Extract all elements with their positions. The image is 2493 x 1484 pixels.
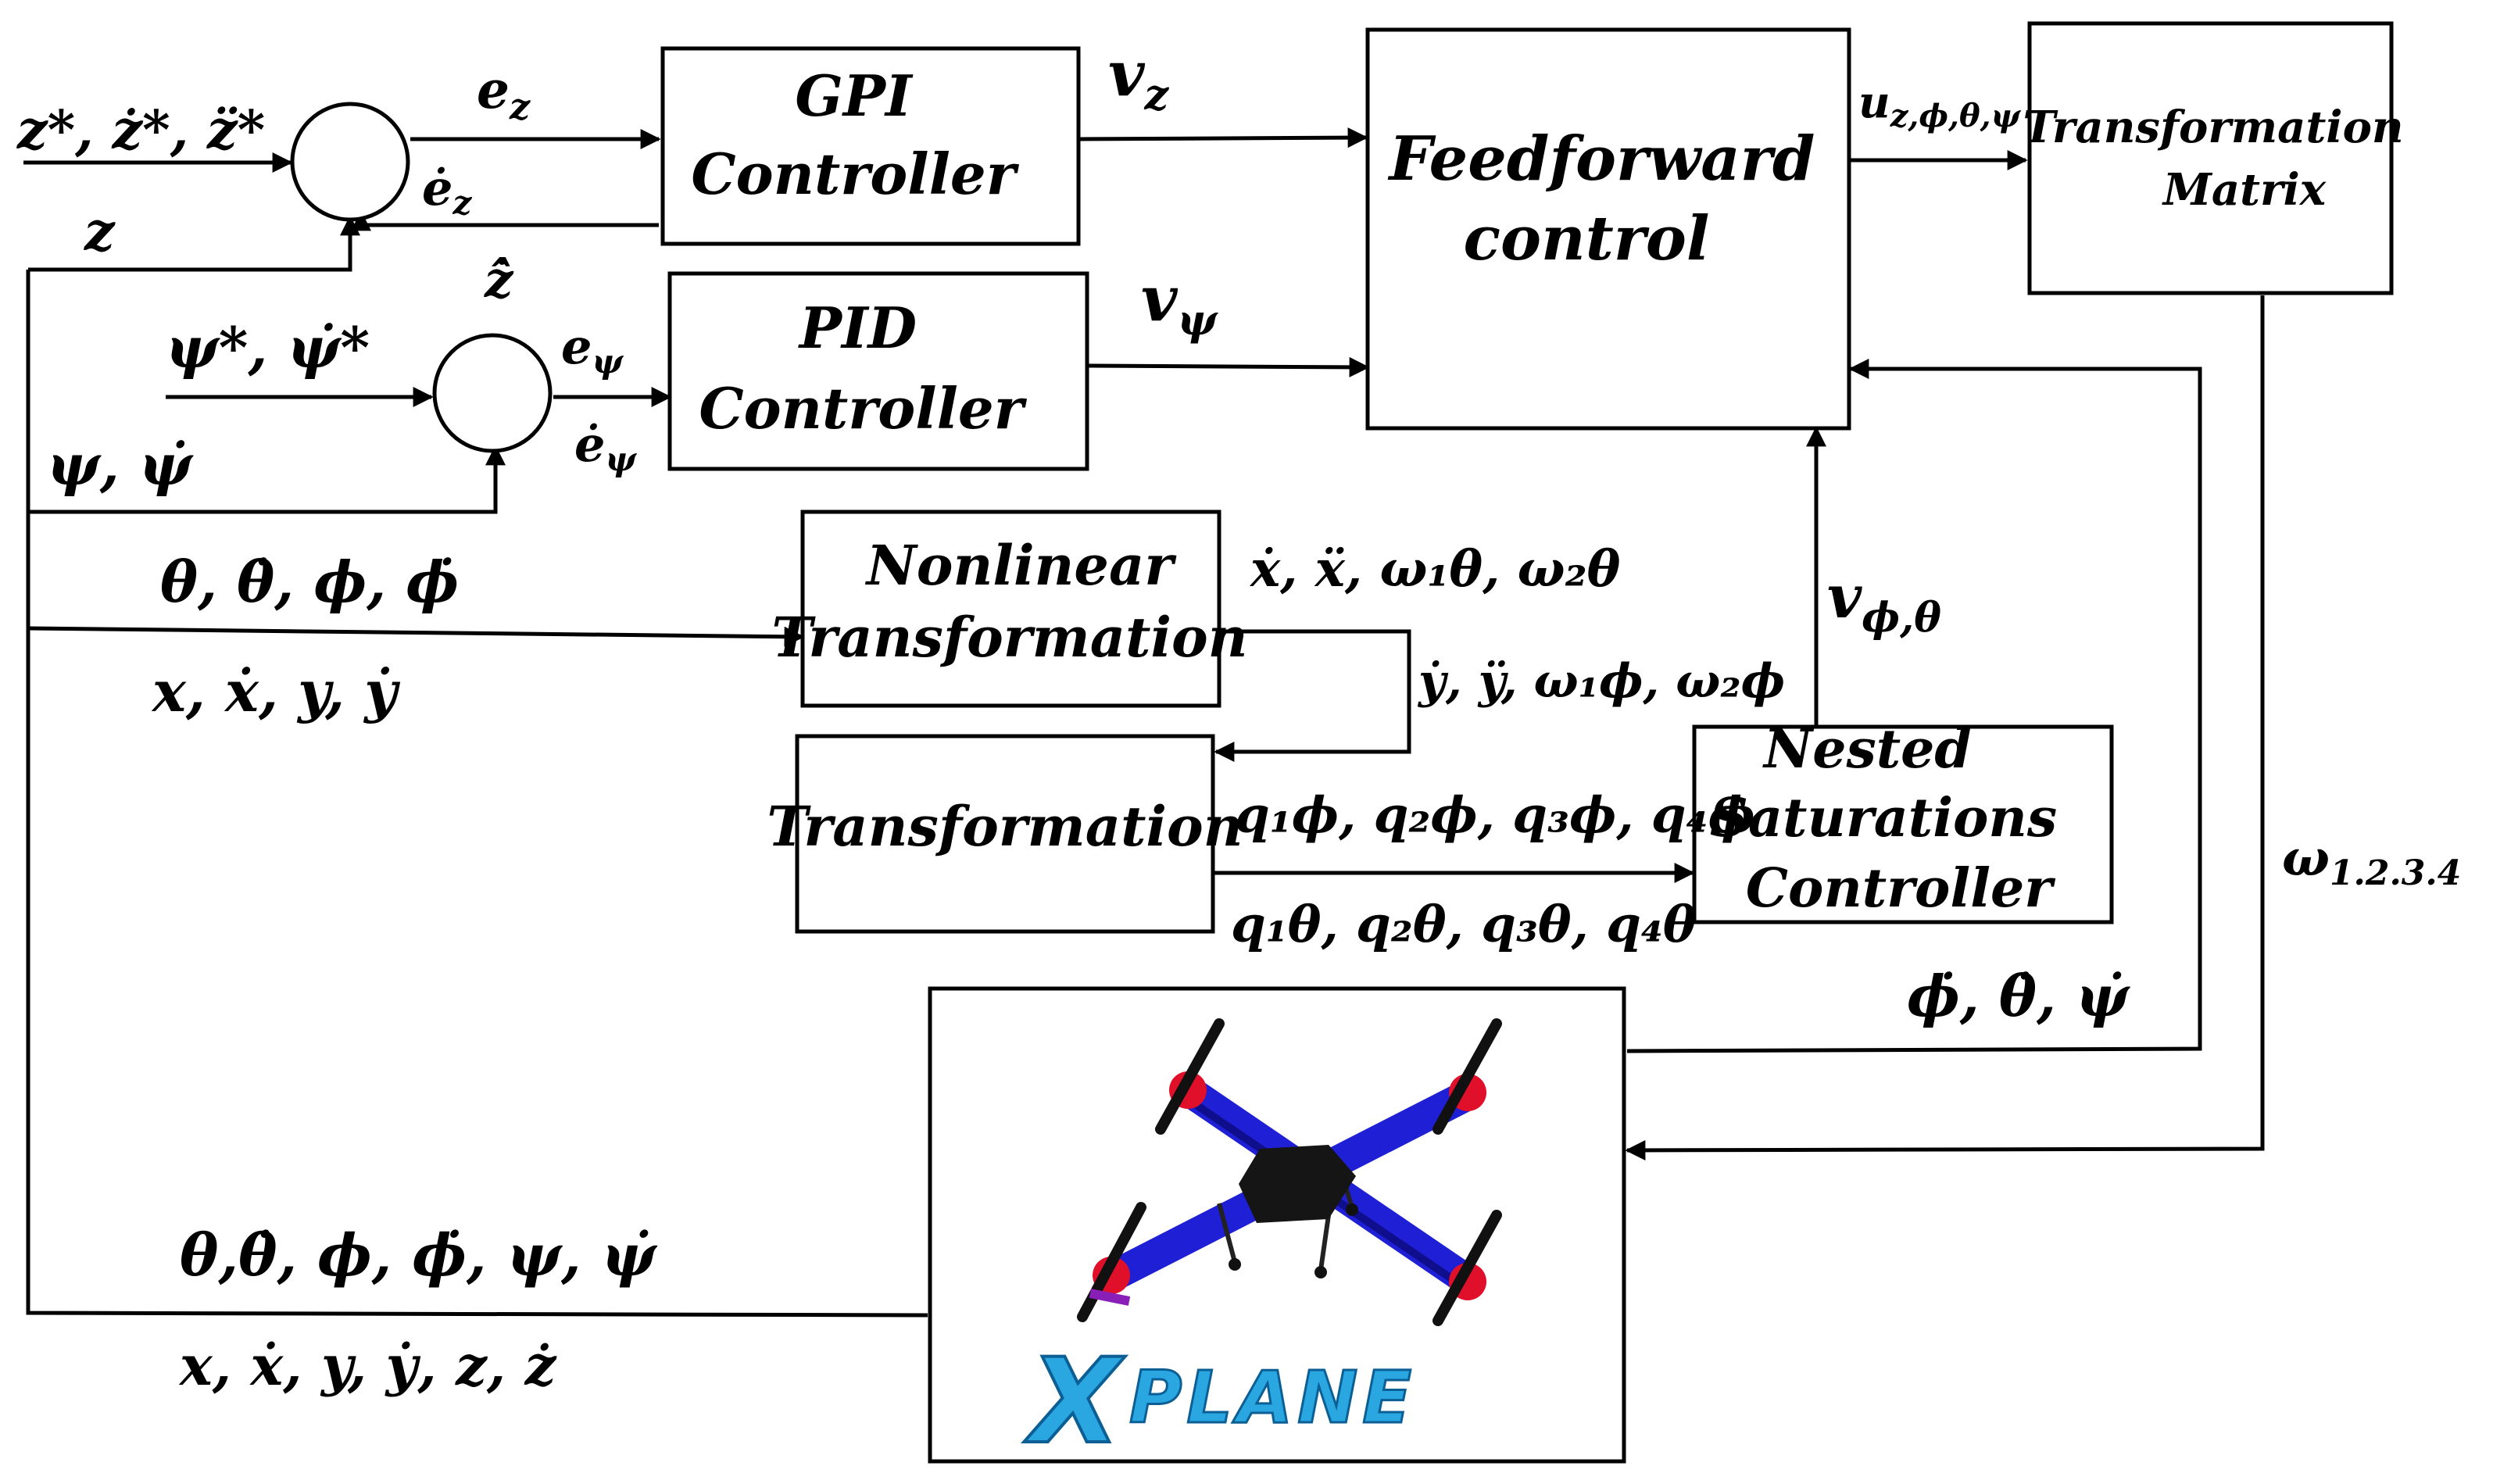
label-y-omega: ẏ, ÿ, ω₁ϕ, ω₂ϕ — [1417, 654, 1785, 709]
transformation-matrix-block: Transformation Matrix — [2023, 21, 2404, 295]
transformation-label: Transformation — [767, 794, 1243, 859]
label-output-positions: x, ẋ, y, ẏ, z, ż — [178, 1333, 557, 1398]
label-v-psi: vψ — [1141, 262, 1218, 345]
label-x-y: x, ẋ, y, ẏ — [151, 658, 400, 724]
label-e-z: ez — [477, 59, 531, 127]
label-e-z-dot: ėz — [422, 159, 472, 222]
wire-v-psi — [1088, 356, 1370, 377]
label-x-omega: ẋ, ẍ, ω₁θ, ω₂θ — [1249, 540, 1621, 599]
xplane-logo-mark: X — [1024, 1334, 1125, 1470]
wire-left-bus — [26, 270, 928, 1318]
label-psi-ref: ψ*, ψ̇* — [166, 314, 370, 381]
pid-label-2: Controller — [699, 375, 1027, 442]
nested-label-1: Nested — [1762, 718, 1972, 781]
label-u: uz,ϕ,θ,ψ — [1858, 77, 2022, 134]
label-z-ref: z*, ż*, z̈* — [16, 99, 265, 162]
feedforward-label-2: control — [1463, 203, 1709, 274]
summing-junction-psi — [432, 333, 553, 453]
label-z-hat: ẑ̇ — [484, 251, 514, 309]
xplane-plant-block: X PLANE — [928, 986, 1626, 1471]
label-e-psi: eψ — [561, 318, 624, 381]
label-rates: ϕ̇, θ̇, ψ̇ — [1907, 963, 2130, 1029]
nested-label-3: Controller — [1746, 857, 2055, 920]
pid-controller-block: PID Controller — [667, 271, 1089, 471]
transformation-block: Transformation — [767, 734, 1243, 934]
label-theta-phi: θ, θ̇, ϕ, ϕ̇ — [160, 549, 459, 615]
nested-label-2: Saturations — [1710, 787, 2057, 849]
transformation-matrix-label-1: Transformation — [2023, 102, 2403, 153]
gpi-controller-block: GPI Controller — [660, 46, 1081, 246]
wire-rates — [1626, 359, 2202, 1053]
xplane-logo-word: PLANE — [1129, 1356, 1416, 1439]
label-e-psi-dot: ėψ — [574, 416, 637, 478]
nested-saturations-controller-block: Nested Saturations Controller — [1692, 718, 2114, 924]
quadrotor-image — [1077, 1018, 1502, 1326]
wire-omega — [1625, 295, 2265, 1160]
pid-label-1: PID — [798, 295, 917, 361]
wire-to-nonlinear — [27, 626, 805, 647]
wire-psi-fb — [28, 445, 506, 514]
transformation-matrix-label-2: Matrix — [2162, 164, 2327, 216]
label-omega: ω1.2.3.4 — [2282, 829, 2461, 893]
feedforward-label-1: Feedforward — [1388, 123, 1815, 195]
nonlinear-label-1: Nonlinear — [865, 533, 1178, 598]
feedforward-control-block: Feedforward control — [1365, 27, 1851, 431]
wire-e-z-dot — [351, 210, 659, 231]
label-z-feedback: z — [84, 201, 116, 263]
signal-labels: z*, ż*, z̈* z ez ėz vz ẑ̇ ψ*, ψ̇* ψ, ψ̇ … — [16, 37, 2461, 1398]
wire-z-fb — [28, 215, 360, 272]
label-q-phi: q₁ϕ, q₂ϕ, q₃ϕ, q₄ϕ — [1235, 786, 1755, 845]
label-psi-feedback: ψ, ψ̇ — [47, 431, 194, 498]
gpi-label-1: GPI — [795, 63, 914, 129]
label-q-theta: q₁θ, q₂θ, q₃θ, q₄θ — [1231, 896, 1697, 954]
label-v-phi-theta: vϕ,θ — [1827, 562, 1941, 642]
nonlinear-label-2: Transformation — [771, 605, 1247, 670]
wire-nonlinear-to-transformation — [1214, 629, 1411, 762]
label-v-z: vz — [1108, 37, 1169, 120]
summing-junction-z — [290, 102, 410, 222]
xplane-logo: X PLANE — [1022, 1332, 1416, 1471]
gpi-label-2: Controller — [691, 141, 1019, 207]
label-output-angles: θ,θ̇, ϕ, ϕ̇, ψ, ψ̇ — [180, 1222, 658, 1289]
wires — [23, 127, 2265, 1318]
nonlinear-transformation-block: Nonlinear Transformation — [771, 510, 1248, 708]
wire-v-z — [1079, 127, 1368, 148]
